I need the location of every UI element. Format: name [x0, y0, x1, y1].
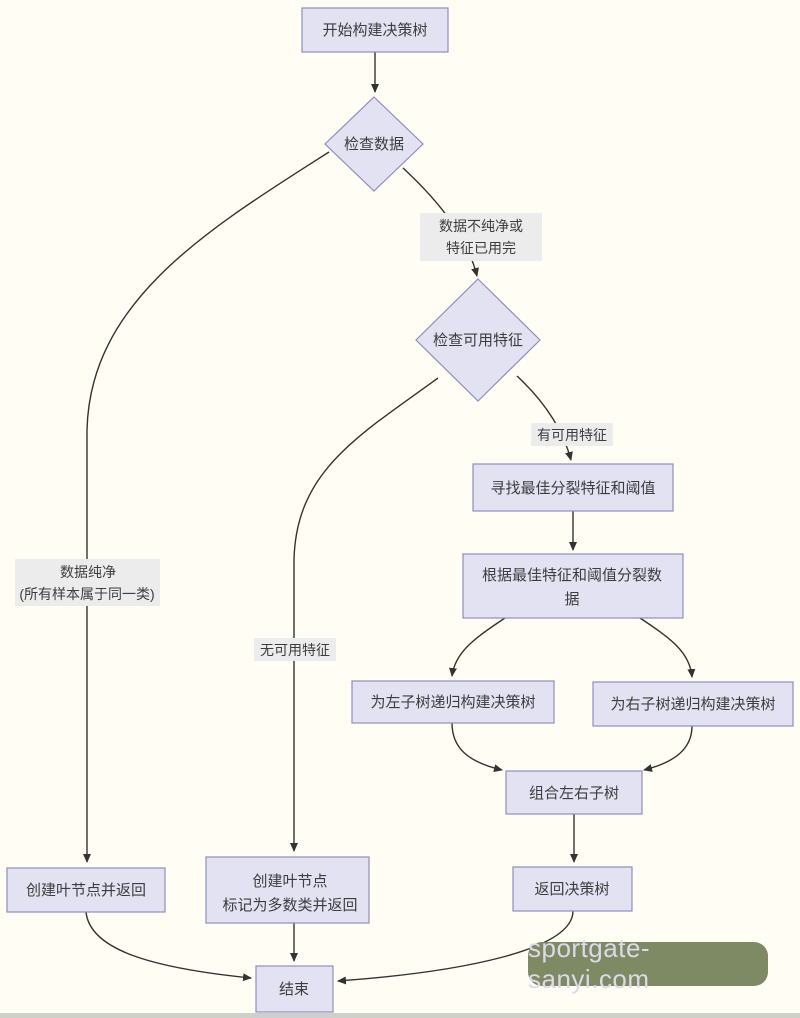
edge-checkdata-to-createleaf — [83, 151, 330, 863]
edge-label-pure-line1: 数据纯净 — [60, 564, 116, 580]
edge-label-impure-line2: 特征已用完 — [446, 240, 516, 256]
watermark-badge: sportgate-sanyi.com — [528, 933, 768, 994]
node-combine — [505, 770, 643, 815]
node-check-data-label: 检查数据 — [344, 136, 404, 153]
node-left-subtree — [351, 680, 555, 724]
edge-leftsubtree-to-combine — [451, 722, 503, 773]
edge-label-no-features-text: 无可用特征 — [260, 642, 330, 658]
edge-label-has-features-text: 有可用特征 — [537, 427, 607, 443]
edge-label-impure: 数据不纯净或 特征已用完 — [420, 213, 542, 261]
node-return-tree-label: 返回决策树 — [534, 881, 609, 898]
node-split-data-label-line2: 据 — [564, 591, 579, 608]
node-create-leaf-majority-label-line1: 创建叶节点 — [252, 873, 327, 890]
node-combine-label: 组合左右子树 — [529, 785, 619, 802]
node-check-features — [415, 278, 541, 402]
node-right-subtree-label: 为右子树递归构建决策树 — [610, 696, 775, 713]
edge-label-pure-line2: (所有样本属于同一类) — [19, 586, 154, 602]
edge-splitdata-to-leftsubtree — [449, 617, 506, 677]
edge-returntree-to-end — [337, 910, 574, 985]
node-check-features-label: 检查可用特征 — [433, 332, 523, 349]
edge-createleaf-to-end — [85, 911, 252, 982]
node-find-best-label: 寻找最佳分裂特征和阈值 — [490, 480, 655, 497]
edge-checkfeatures-to-leafmajority — [290, 377, 439, 852]
node-start — [301, 7, 449, 53]
watermark-text: sportgate-sanyi.com — [528, 933, 651, 994]
node-start-label: 开始构建决策树 — [322, 22, 427, 39]
node-create-leaf-majority-label-line2: 标记为多数类并返回 — [222, 897, 357, 914]
edge-splitdata-to-rightsubtree — [639, 617, 696, 678]
node-end-label: 结束 — [279, 981, 309, 998]
node-create-leaf-majority — [205, 856, 370, 924]
edge-checkfeatures-to-findbest — [516, 375, 573, 461]
node-right-subtree — [592, 681, 794, 727]
node-create-leaf-label: 创建叶节点并返回 — [26, 882, 146, 899]
bottom-edge-strip — [0, 1013, 800, 1018]
node-check-data — [324, 96, 424, 192]
node-find-best — [472, 463, 674, 512]
node-return-tree — [512, 866, 633, 912]
edge-label-impure-line1: 数据不纯净或 — [439, 218, 523, 234]
edge-label-has-features: 有可用特征 — [531, 423, 613, 446]
node-split-data — [462, 553, 684, 619]
node-split-data-label-line1: 根据最佳特征和阈值分裂数 — [482, 567, 662, 584]
edge-label-pure: 数据纯净 (所有样本属于同一类) — [15, 559, 160, 606]
edge-rightsubtree-to-combine — [643, 725, 693, 772]
node-left-subtree-label: 为左子树递归构建决策树 — [370, 694, 535, 711]
edge-label-no-features: 无可用特征 — [254, 638, 336, 661]
node-end — [255, 965, 334, 1013]
node-create-leaf — [6, 867, 166, 913]
